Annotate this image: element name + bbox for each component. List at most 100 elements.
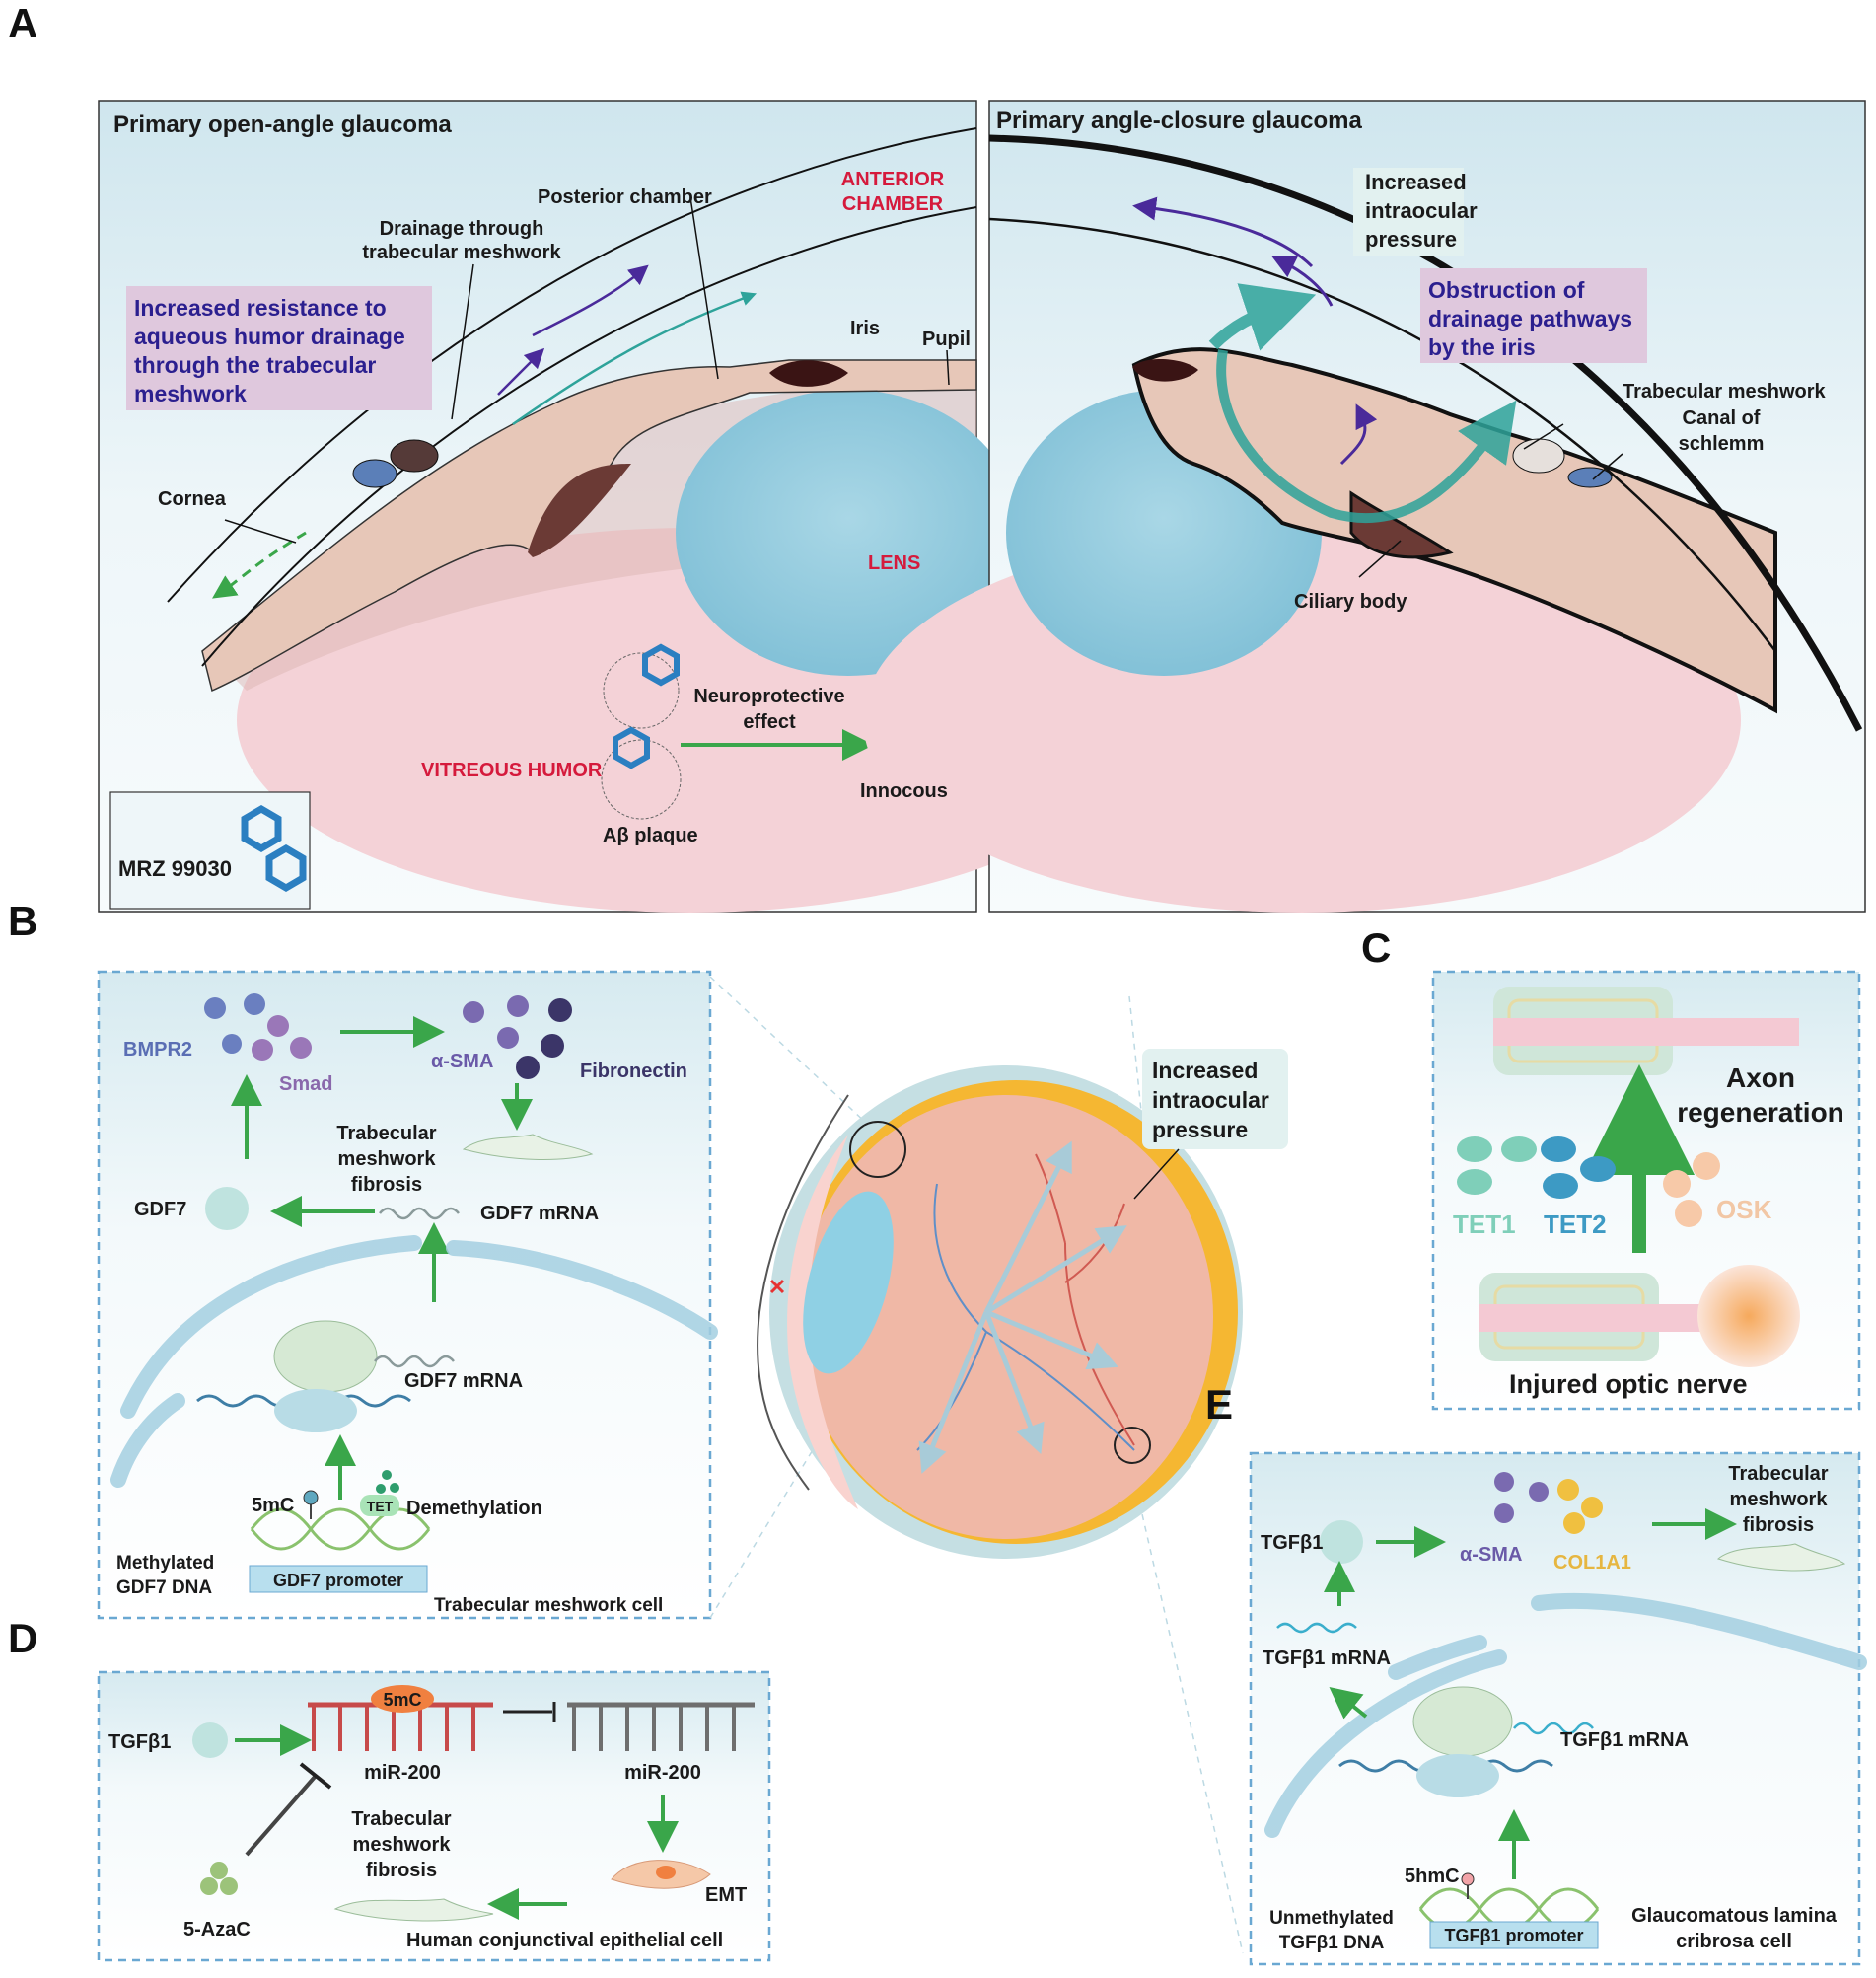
tm-fibrosis-d-2: meshwork (353, 1834, 452, 1856)
center-eye (709, 976, 1288, 1954)
bmpr2-label: BMPR2 (123, 1039, 192, 1061)
neuroprotective-label-1: Neuroprotective (693, 686, 844, 707)
vitreous-humor-label: VITREOUS HUMOR (421, 760, 603, 781)
mrz-label: MRZ 99030 (118, 856, 232, 881)
gdf7-protein-icon (205, 1187, 249, 1230)
panel-c-box (1431, 970, 1861, 1411)
hexagon-icon (642, 643, 680, 687)
tgfb1-promoter-label: TGFβ1 promoter (1445, 1926, 1584, 1945)
osk-label: OSK (1716, 1195, 1772, 1224)
innocous-label: Innocous (860, 780, 948, 802)
tm-fibrosis-e-2: meshwork (1730, 1489, 1829, 1510)
hexagon-icon (265, 843, 307, 893)
tm-fibrosis-b-2: meshwork (338, 1148, 437, 1170)
panel-label-a: A (8, 0, 37, 46)
iop-a-label-3: pressure (1365, 227, 1457, 252)
fibronectin-label: Fibronectin (580, 1061, 687, 1082)
tm-fibrosis-d-1: Trabecular (351, 1808, 451, 1830)
anterior-chamber-label-2: CHAMBER (842, 193, 944, 215)
5mc-b-label: 5mC (252, 1495, 294, 1516)
axon-regeneration-label-1: Axon (1726, 1062, 1795, 1093)
panel-label-c: C (1361, 924, 1391, 971)
tm-fibrosis-b-1: Trabecular (336, 1123, 436, 1144)
tm-fibrosis-b-3: fibrosis (351, 1174, 422, 1196)
panel-a-right (863, 100, 1866, 913)
smad-label: Smad (279, 1073, 332, 1095)
iop-center-label-2: intraocular (1152, 1087, 1269, 1113)
gdf7-mrna-bottom-label: GDF7 mRNA (404, 1370, 523, 1392)
iop-center-label-1: Increased (1152, 1058, 1258, 1083)
tet2-label: TET2 (1544, 1209, 1607, 1239)
gdf7-promoter-label: GDF7 promoter (273, 1571, 403, 1590)
mrz-legend-box (109, 791, 311, 910)
mir200-left-label: miR-200 (364, 1762, 441, 1784)
resistance-text-1: Increased resistance to (134, 295, 387, 321)
tet-label: TET (367, 1499, 394, 1514)
tgfb1-mrna-right-label: TGFβ1 mRNA (1560, 1729, 1689, 1751)
tgfb1-d-label: TGFβ1 (108, 1731, 171, 1753)
lens-label: LENS (868, 552, 920, 574)
canal-label-2: schlemm (1679, 433, 1765, 455)
asma-e-label: α-SMA (1460, 1544, 1522, 1566)
tet1-label: TET1 (1453, 1209, 1516, 1239)
axon-regeneration-label-2: regeneration (1677, 1097, 1844, 1128)
mir200-right-comb (567, 1702, 755, 1751)
trabecular-meshwork-label: Trabecular meshwork (1623, 381, 1827, 403)
resistance-text-4: meshwork (134, 381, 247, 406)
injured-optic-nerve-label: Injured optic nerve (1509, 1369, 1748, 1399)
drainage-label-2: trabecular meshwork (362, 242, 561, 263)
5hmc-label: 5hmC (1405, 1866, 1460, 1887)
panel-e-box (1249, 1451, 1867, 1966)
bmpr2-smad-cluster (204, 993, 312, 1061)
anterior-chamber-label-1: ANTERIOR (841, 169, 945, 190)
hexagon-icon (613, 726, 650, 769)
panel-b-box (97, 970, 718, 1620)
obstruction-text-2: drainage pathways (1428, 306, 1632, 331)
iop-a-label-1: Increased (1365, 170, 1467, 194)
mir200-right-label: miR-200 (624, 1762, 701, 1784)
gdf7-label: GDF7 (134, 1199, 186, 1220)
iris-ciliary-shape (201, 359, 977, 693)
hce-cell-label: Human conjunctival epithelial cell (406, 1930, 723, 1951)
5-azac-label: 5-AzaC (183, 1919, 251, 1941)
glc-cell-label-2: cribrosa cell (1676, 1931, 1792, 1952)
asma-fibronectin-cluster (463, 995, 572, 1079)
asma-b-label: α-SMA (431, 1051, 493, 1072)
panel-a-left (98, 100, 1144, 913)
obstruction-text-1: Obstruction of (1428, 277, 1585, 303)
closed-iris-shape (1131, 347, 1777, 714)
ab-plaque-label: Aβ plaque (603, 825, 698, 846)
poag-title: Primary open-angle glaucoma (113, 111, 452, 138)
tgfb1-e-label: TGFβ1 (1261, 1532, 1323, 1554)
tm-fibrosis-e-1: Trabecular (1728, 1463, 1828, 1485)
canal-label-1: Canal of (1683, 407, 1761, 429)
tm-fibrosis-d-3: fibrosis (366, 1860, 437, 1881)
ciliary-body-label: Ciliary body (1294, 591, 1407, 613)
posterior-chamber-label: Posterior chamber (538, 186, 712, 208)
5mc-d-label: 5mC (383, 1690, 421, 1710)
cornea-label: Cornea (158, 488, 227, 510)
tm-cell-label: Trabecular meshwork cell (434, 1595, 663, 1616)
iop-a-label-2: intraocular (1365, 198, 1478, 223)
drainage-label-1: Drainage through (380, 218, 544, 240)
pacg-title: Primary angle-closure glaucoma (996, 108, 1362, 134)
unmethylated-label-1: Unmethylated (1269, 1908, 1394, 1929)
obstruction-text-3: by the iris (1428, 334, 1536, 360)
lens-shape (676, 390, 1021, 676)
methylated-label-1: Methylated (116, 1553, 214, 1574)
panel-label-e: E (1205, 1381, 1233, 1428)
mir200-left-comb (308, 1685, 493, 1751)
glc-cell-label-1: Glaucomatous lamina (1631, 1905, 1838, 1927)
hexagon-icon (241, 804, 282, 853)
pupil-label: Pupil (922, 329, 971, 350)
tm-fibrosis-e-3: fibrosis (1743, 1514, 1814, 1536)
panel-d-box (97, 1670, 771, 1962)
gdf7-mrna-top-label: GDF7 mRNA (480, 1203, 599, 1224)
emt-label: EMT (705, 1884, 747, 1906)
ab-plaque-group (601, 643, 928, 820)
tgfb1-mrna-left-label: TGFβ1 mRNA (1263, 1648, 1391, 1669)
unmethylated-label-2: TGFβ1 DNA (1279, 1933, 1385, 1953)
panel-label-b: B (8, 898, 37, 944)
panel-label-d: D (8, 1615, 37, 1661)
